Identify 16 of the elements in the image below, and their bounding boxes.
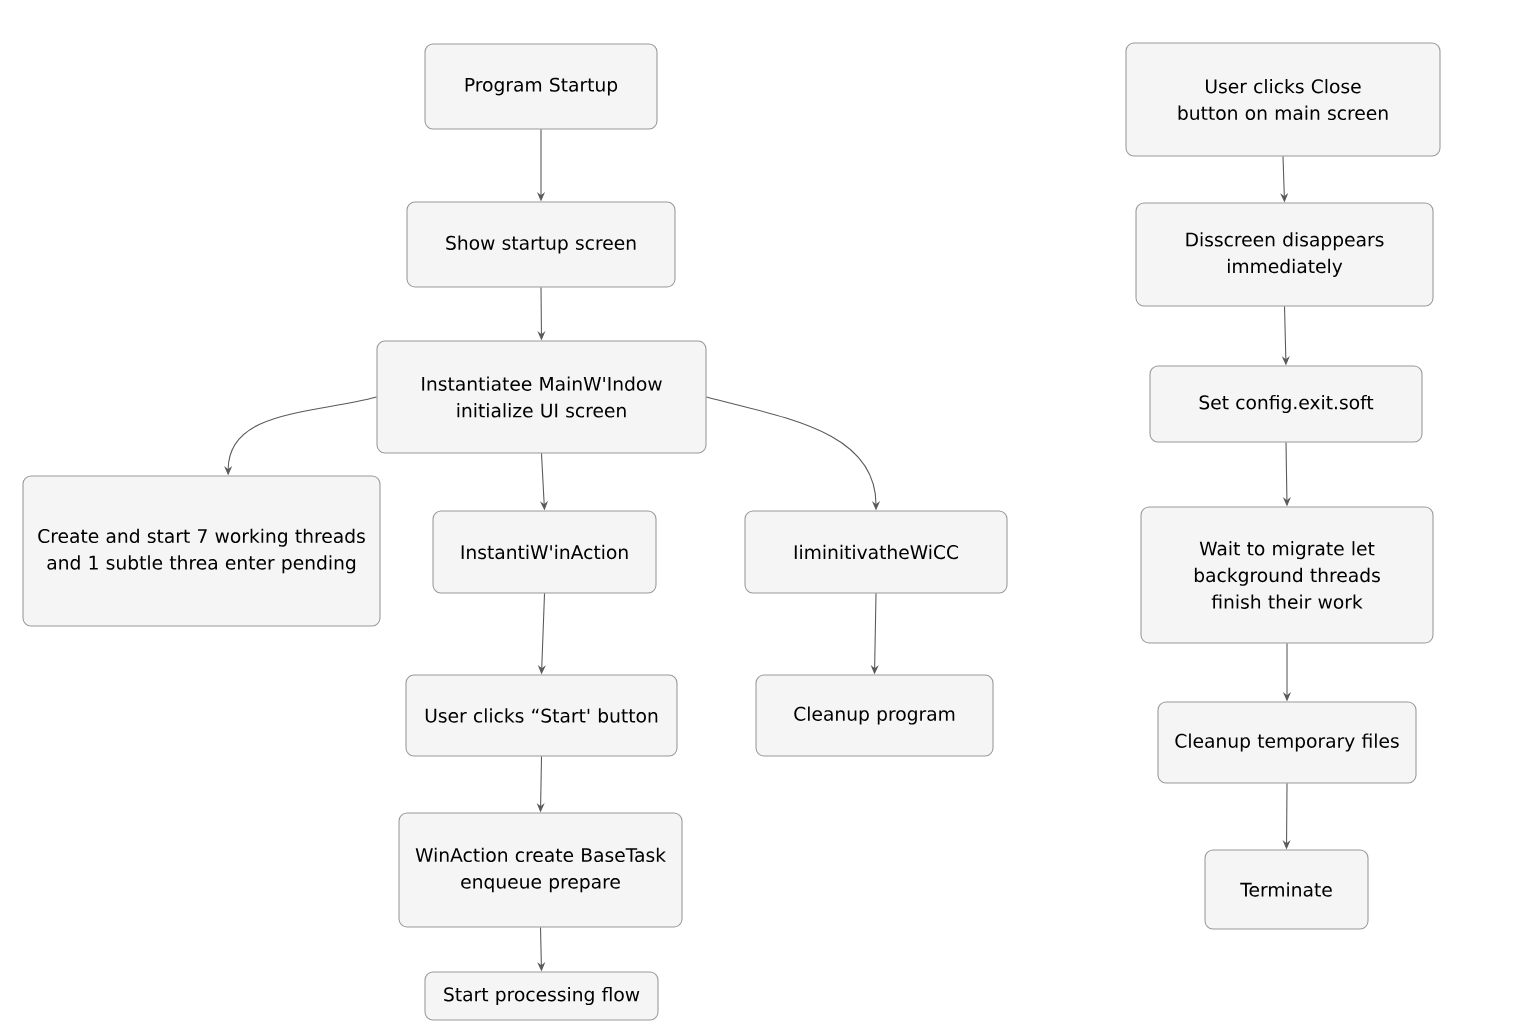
process-box: IiminitivatheWiCC (744, 510, 1008, 594)
process-box: Disscreen disappears immediately (1135, 202, 1434, 307)
process-box: WinAction create BaseTask enqueue prepare (398, 812, 683, 928)
process-box: Create and start 7 working threads and 1 subtle threa enter pending (22, 475, 381, 627)
process-box: Program Startup (424, 43, 658, 130)
process-box: Terminate (1204, 849, 1369, 930)
process-box: Wait to migrate let background threads finish their work (1140, 506, 1434, 644)
process-box: Set config.exit.soft (1149, 365, 1423, 443)
process-box: User clicks “Start' button (405, 674, 678, 757)
process-box: Cleanup temporary files (1157, 701, 1417, 784)
process-box: Instantiatee MainW'Indow initialize UI screen (376, 340, 707, 454)
process-box: Show startup screen (406, 201, 676, 288)
process-box: InstantiW'inAction (432, 510, 657, 594)
process-box: Cleanup program (755, 674, 994, 757)
process-box: Start processing flow (424, 971, 659, 1021)
process-box: User clicks Close button on main screen (1125, 42, 1441, 157)
